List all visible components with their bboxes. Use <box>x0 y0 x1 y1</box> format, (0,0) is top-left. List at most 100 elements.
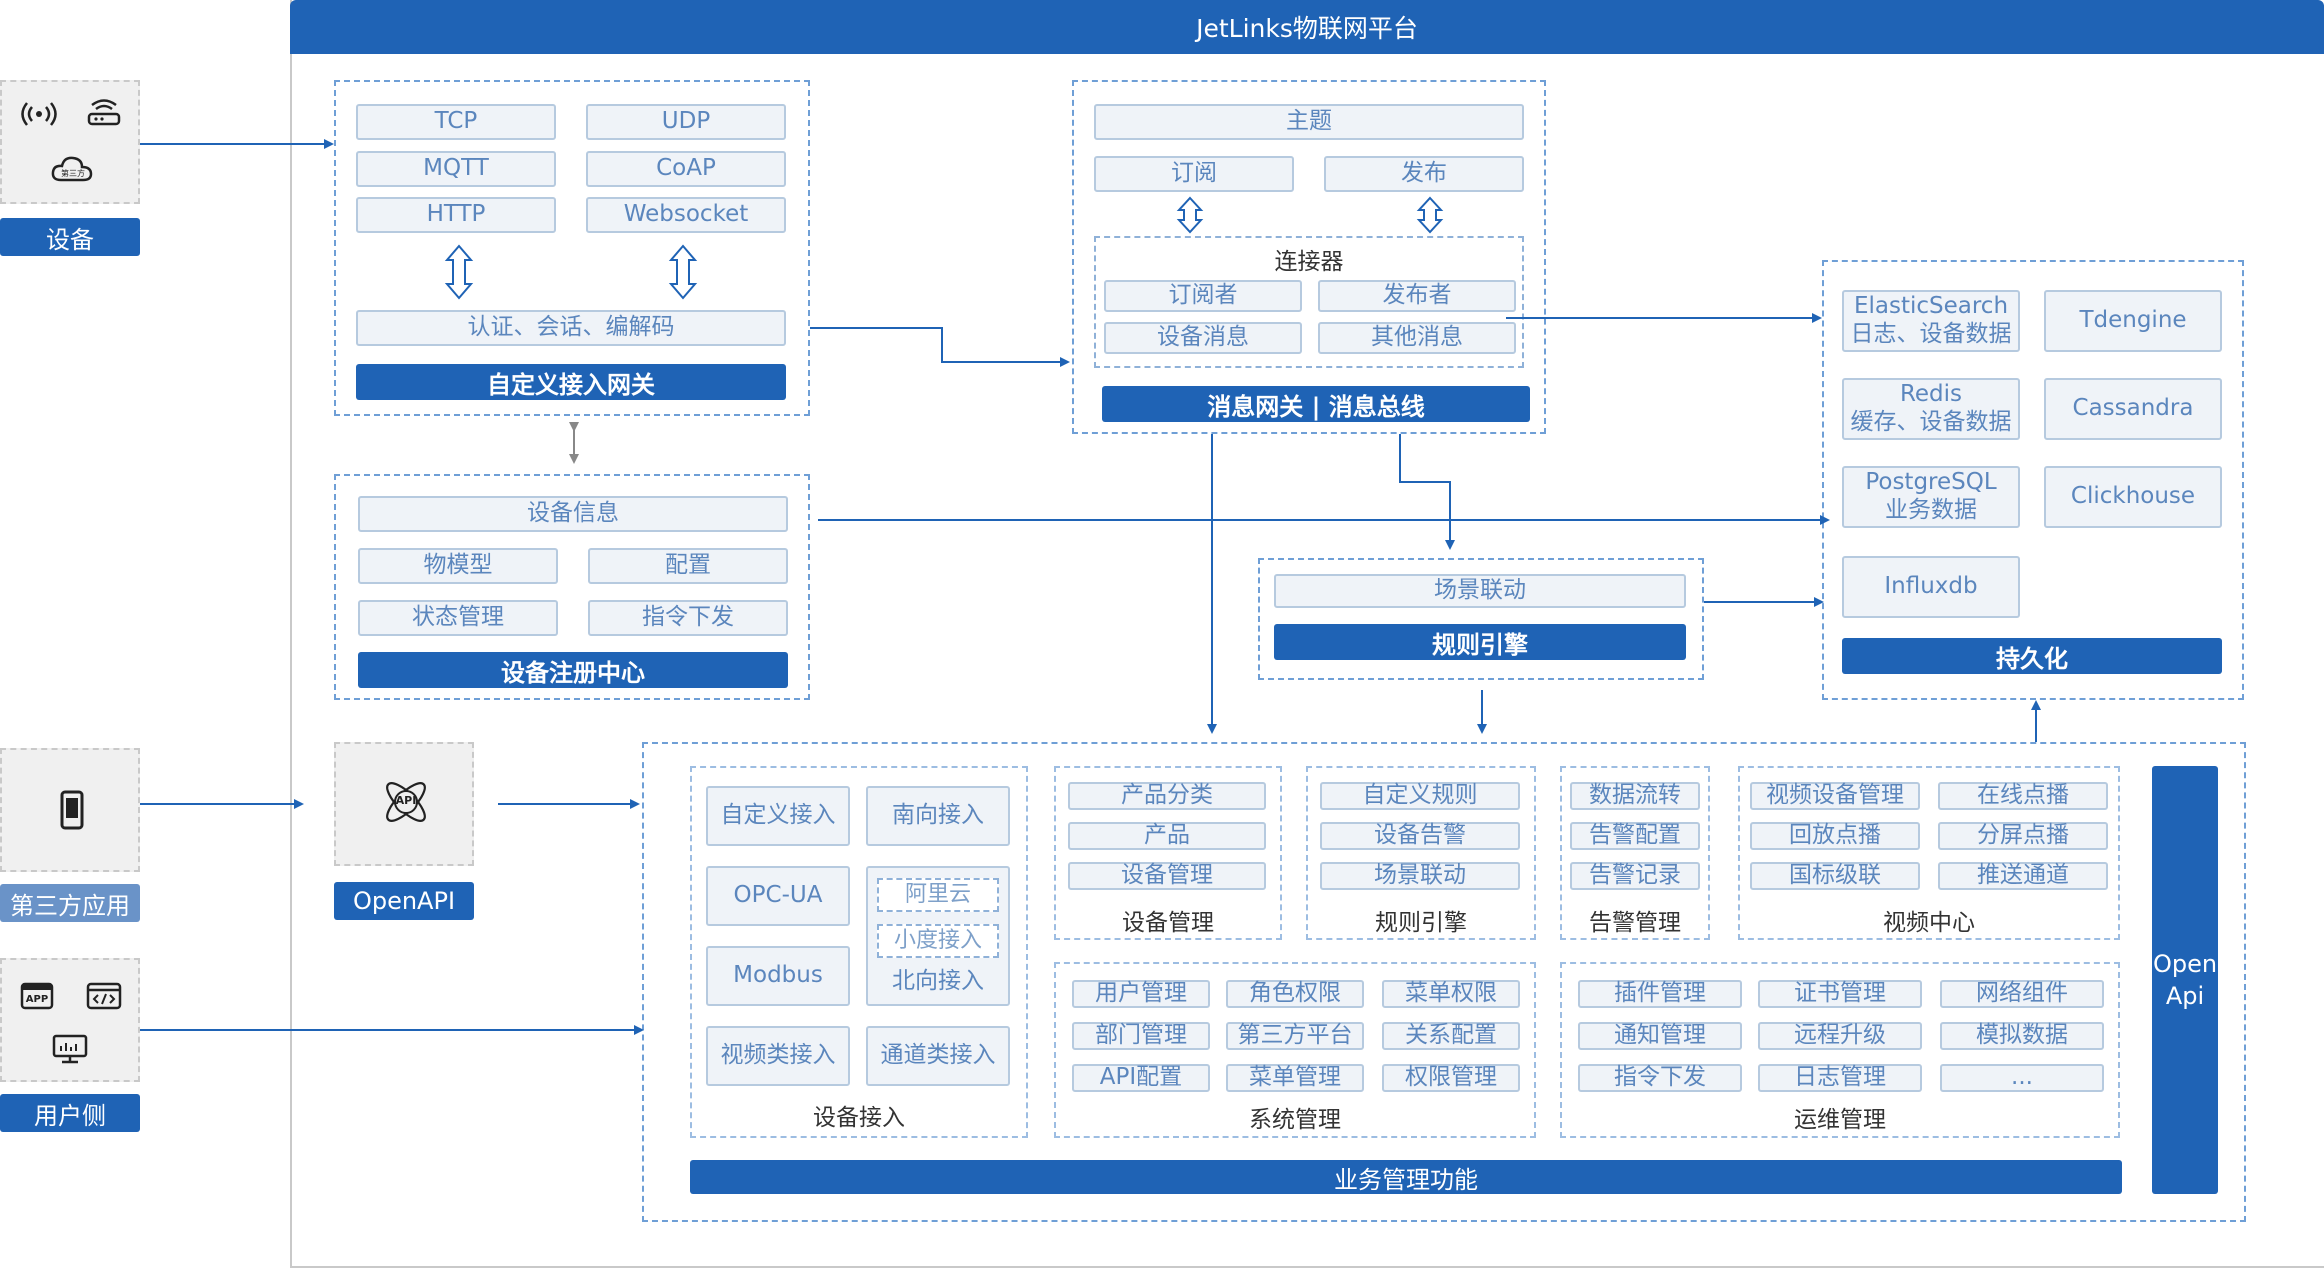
ops-mgmt-caption: 运维管理 <box>1794 1107 1886 1133</box>
persist-elasticsearch-name: ElasticSearch <box>1853 293 2009 320</box>
registry-device-info: 设备信息 <box>358 496 788 532</box>
registry-command: 指令下发 <box>588 600 788 636</box>
video-item-playback: 回放点播 <box>1750 822 1920 850</box>
north-label: 北向接入 <box>892 968 984 994</box>
double-arrow-subscribe <box>1176 196 1204 234</box>
system-mgmt-group <box>1054 962 1536 1138</box>
open-api-line2: Api <box>2165 982 2205 1010</box>
connector-other-message: 其他消息 <box>1318 322 1516 354</box>
persist-cassandra: Cassandra <box>2044 378 2222 440</box>
platform-title: JetLinks物联网平台 <box>1196 14 1418 43</box>
persist-tdengine: Tdengine <box>2044 290 2222 352</box>
system-item-menu: 菜单管理 <box>1226 1064 1364 1092</box>
system-item-menu-perm: 菜单权限 <box>1382 980 1520 1008</box>
double-arrow-tcp <box>444 244 474 300</box>
gateway-title: 自定义接入网关 <box>356 364 786 400</box>
openapi-label-text: OpenAPI <box>352 887 456 915</box>
rule-item-custom: 自定义规则 <box>1320 782 1520 810</box>
double-arrow-publish <box>1416 196 1444 234</box>
access-north-group: 阿里云 小度接入 北向接入 <box>866 866 1010 1006</box>
access-custom: 自定义接入 <box>706 786 850 846</box>
device-icon-box: 第三方 <box>0 80 140 204</box>
persist-elasticsearch-desc: 日志、设备数据 <box>1850 321 2012 347</box>
registry-title: 设备注册中心 <box>358 652 788 688</box>
persist-postgresql-name: PostgreSQL <box>1865 469 1997 496</box>
device-mgmt-item-product: 产品 <box>1068 822 1266 850</box>
access-video: 视频类接入 <box>706 1026 850 1086</box>
persist-redis-desc: 缓存、设备数据 <box>1850 409 2012 435</box>
gateway-panel <box>334 80 810 416</box>
connector-panel <box>1094 236 1524 368</box>
device-access-group <box>690 766 1028 1138</box>
user-side-icon-box: APP <box>0 958 140 1082</box>
persist-elasticsearch: ElasticSearch 日志、设备数据 <box>1842 290 2020 352</box>
access-modbus: Modbus <box>706 946 850 1006</box>
system-item-user: 用户管理 <box>1072 980 1210 1008</box>
business-title: 业务管理功能 <box>690 1160 2122 1194</box>
phone-icon <box>60 790 84 830</box>
persist-postgresql: PostgreSQL 业务数据 <box>1842 466 2020 528</box>
alarm-mgmt-caption: 告警管理 <box>1589 910 1681 936</box>
rule-title: 规则引擎 <box>1274 624 1686 660</box>
north-xiaodu: 小度接入 <box>877 924 999 958</box>
system-item-api: API配置 <box>1072 1064 1210 1092</box>
third-party-label: 第三方应用 <box>0 884 140 922</box>
api-atom-icon <box>386 782 426 822</box>
alarm-item-config: 告警配置 <box>1570 822 1700 850</box>
ops-mgmt-group <box>1560 962 2120 1138</box>
code-window-icon <box>86 982 122 1010</box>
business-panel <box>642 742 2246 1222</box>
system-item-relation: 关系配置 <box>1382 1022 1520 1050</box>
north-aliyun: 阿里云 <box>877 878 999 912</box>
protocol-mqtt: MQTT <box>356 151 556 187</box>
system-item-dept: 部门管理 <box>1072 1022 1210 1050</box>
connector-device-message: 设备消息 <box>1104 322 1302 354</box>
bus-title: 消息网关 | 消息总线 <box>1102 386 1530 422</box>
connector-publisher: 发布者 <box>1318 280 1516 312</box>
openapi-label: OpenAPI <box>334 882 474 920</box>
third-party-label-text: 第三方应用 <box>10 891 130 920</box>
access-opcua: OPC-UA <box>706 866 850 926</box>
protocol-http: HTTP <box>356 197 556 233</box>
user-side-label: 用户侧 <box>0 1094 140 1132</box>
registry-config: 配置 <box>588 548 788 584</box>
ops-item-log: 日志管理 <box>1758 1064 1922 1092</box>
bus-publish: 发布 <box>1324 156 1524 192</box>
device-label-text: 设备 <box>46 225 94 254</box>
ops-item-plugin: 插件管理 <box>1578 980 1742 1008</box>
bus-subscribe: 订阅 <box>1094 156 1294 192</box>
protocol-coap: CoAP <box>586 151 786 187</box>
device-label: 设备 <box>0 218 140 256</box>
persist-panel <box>1822 260 2244 700</box>
persist-redis-name: Redis <box>1899 381 1963 408</box>
connector-subscriber: 订阅者 <box>1104 280 1302 312</box>
ops-item-cert: 证书管理 <box>1758 980 1922 1008</box>
device-mgmt-group <box>1054 766 1282 940</box>
monitor-icon <box>52 1034 88 1064</box>
arrow-gateway-to-bus <box>810 327 1070 367</box>
bus-topic: 主题 <box>1094 104 1524 140</box>
rule-panel <box>1258 558 1704 680</box>
ops-item-more: ... <box>1940 1064 2104 1092</box>
open-api-line1: Open <box>2152 949 2218 978</box>
registry-panel <box>334 474 810 700</box>
router-icon <box>87 99 121 126</box>
alarm-mgmt-group <box>1560 766 1710 940</box>
device-mgmt-caption: 设备管理 <box>1122 910 1214 936</box>
connector-caption: 连接器 <box>1274 249 1344 275</box>
third-party-icon-box <box>0 748 140 872</box>
video-item-device: 视频设备管理 <box>1750 782 1920 810</box>
video-center-group <box>1738 766 2120 940</box>
cloud-icon-text: 第三方 <box>61 169 85 178</box>
ops-item-command: 指令下发 <box>1578 1064 1742 1092</box>
openapi-icon-box: API <box>334 742 474 866</box>
persist-postgresql-desc: 业务数据 <box>1885 497 1977 523</box>
system-item-role: 角色权限 <box>1226 980 1364 1008</box>
persist-redis: Redis 缓存、设备数据 <box>1842 378 2020 440</box>
arrow-bus-to-rule <box>1399 434 1455 550</box>
rule-engine-caption: 规则引擎 <box>1375 910 1467 936</box>
protocol-udp: UDP <box>586 104 786 140</box>
protocol-tcp: TCP <box>356 104 556 140</box>
system-item-third-party: 第三方平台 <box>1226 1022 1364 1050</box>
